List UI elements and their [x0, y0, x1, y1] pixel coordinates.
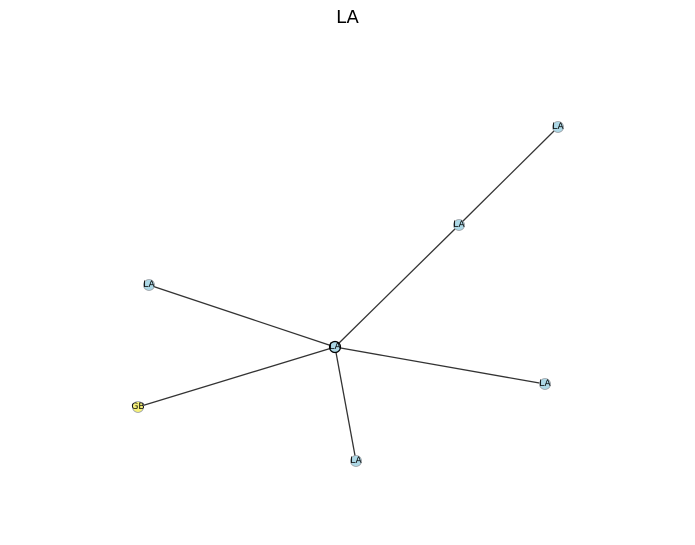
- edge-hub-n_bottom: [334, 346, 357, 462]
- edge-hub-n_right: [334, 346, 546, 385]
- edge-hub-n_mid_right: [334, 224, 460, 348]
- node-circle: [350, 455, 362, 467]
- graph-title: LA: [336, 7, 359, 28]
- node-circle: [552, 121, 564, 133]
- node-label: LA: [539, 379, 551, 389]
- node-label: LA: [350, 456, 362, 466]
- node-label: GB: [131, 402, 144, 412]
- node-n_right: LA: [539, 378, 552, 390]
- node-n_gb: GB: [131, 401, 145, 413]
- edge-hub-n_left: [148, 284, 336, 348]
- node-hub: LA: [328, 340, 342, 354]
- node-layer: LA LA LA LA LA LA GB: [131, 121, 565, 467]
- node-label: LA: [329, 342, 341, 352]
- edge-n_mid_right-n_top_right: [458, 126, 559, 226]
- node-n_top_right: LA: [552, 121, 565, 133]
- node-label: LA: [143, 280, 155, 290]
- edge-layer: [137, 126, 559, 462]
- node-circle: [143, 279, 155, 291]
- node-circle: [453, 219, 465, 231]
- node-circle: [328, 340, 342, 354]
- node-label: LA: [453, 220, 465, 230]
- node-circle: [539, 378, 551, 390]
- node-circle: [132, 401, 144, 413]
- edge-hub-n_gb: [137, 346, 336, 408]
- node-n_bottom: LA: [350, 455, 363, 467]
- node-n_mid_right: LA: [453, 219, 466, 231]
- node-label: LA: [552, 122, 564, 132]
- node-n_left: LA: [143, 279, 156, 291]
